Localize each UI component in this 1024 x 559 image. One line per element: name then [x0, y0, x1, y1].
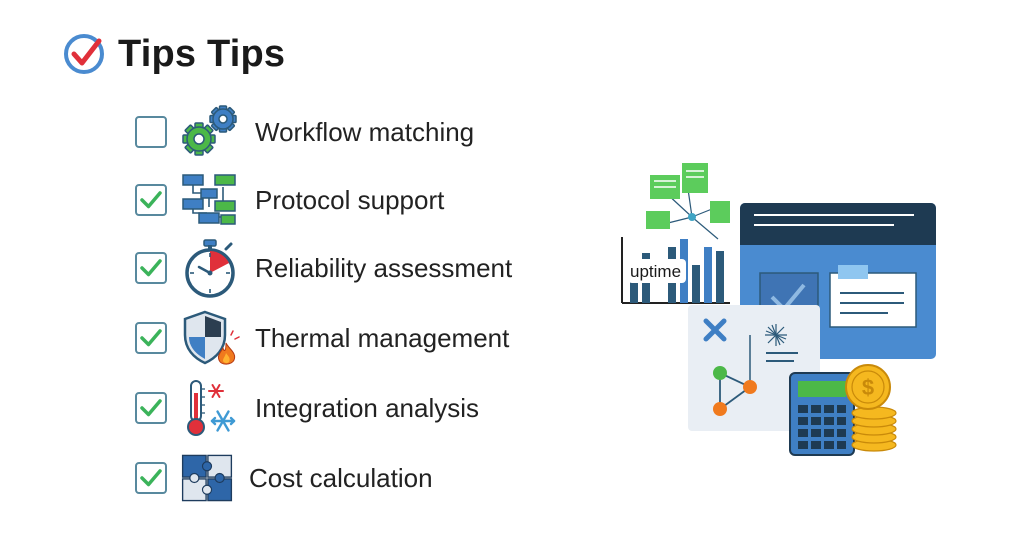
coin-stack-icon: $ — [845, 364, 897, 452]
item-label: Cost calculation — [249, 462, 433, 493]
check-circle-icon — [64, 34, 104, 74]
check-icon — [140, 329, 162, 347]
checkbox-checked[interactable] — [135, 184, 167, 216]
item-label: Workflow matching — [255, 116, 475, 147]
item-label: Integration analysis — [255, 392, 480, 423]
list-item: Thermal management — [135, 306, 509, 370]
list-item: Cost calculation — [135, 446, 433, 510]
puzzle-icon — [181, 454, 233, 502]
checkbox-checked[interactable] — [135, 392, 167, 424]
check-icon — [140, 399, 162, 417]
checkbox-unchecked[interactable] — [135, 116, 167, 148]
document-card-icon — [688, 305, 820, 431]
gears-icon — [182, 105, 237, 156]
item-label: Thermal management — [255, 322, 510, 353]
checkbox-checked[interactable] — [135, 462, 167, 494]
list-item: Integration analysis — [135, 376, 479, 440]
illustration: uptime — [621, 163, 936, 456]
page-title: Tips Tips — [118, 32, 286, 75]
stopwatch-icon — [185, 239, 235, 298]
page-header: Tips Tips — [62, 30, 285, 78]
check-icon — [140, 469, 162, 487]
checkbox-checked[interactable] — [135, 252, 167, 284]
item-label: Reliability assessment — [255, 252, 513, 283]
shield-flame-icon — [183, 310, 240, 365]
checkbox-checked[interactable] — [135, 322, 167, 354]
chart-label: uptime — [630, 262, 681, 281]
check-icon — [140, 259, 162, 277]
currency-symbol: $ — [862, 375, 874, 400]
list-item: Protocol support — [135, 168, 444, 232]
flowchart-icon — [182, 174, 236, 225]
list-item: Reliability assessment — [135, 236, 512, 300]
bar-chart-icon: uptime — [621, 237, 730, 304]
network-diagram-icon — [646, 163, 730, 240]
list-item: Workflow matching — [135, 100, 474, 164]
thermometer-snowflake-icon — [187, 380, 236, 436]
calculator-icon — [789, 372, 855, 456]
item-label: Protocol support — [255, 184, 445, 215]
check-icon — [140, 191, 162, 209]
